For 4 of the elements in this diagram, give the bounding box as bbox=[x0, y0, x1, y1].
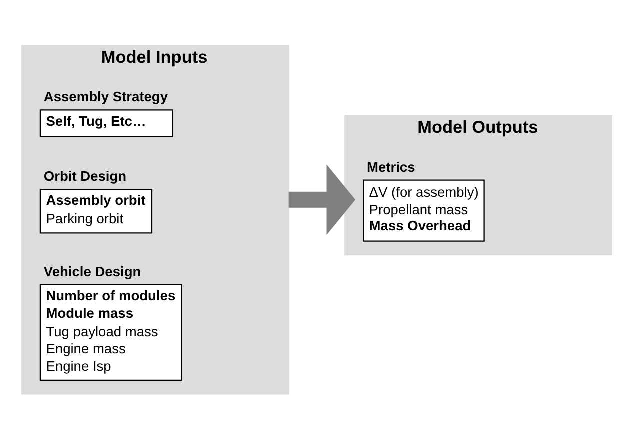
node-label: Orbit Design bbox=[44, 168, 127, 184]
node-label: Vehicle Design bbox=[44, 264, 142, 279]
node-label: Metrics bbox=[367, 159, 416, 174]
node-label: Assembly Strategy bbox=[44, 89, 168, 104]
